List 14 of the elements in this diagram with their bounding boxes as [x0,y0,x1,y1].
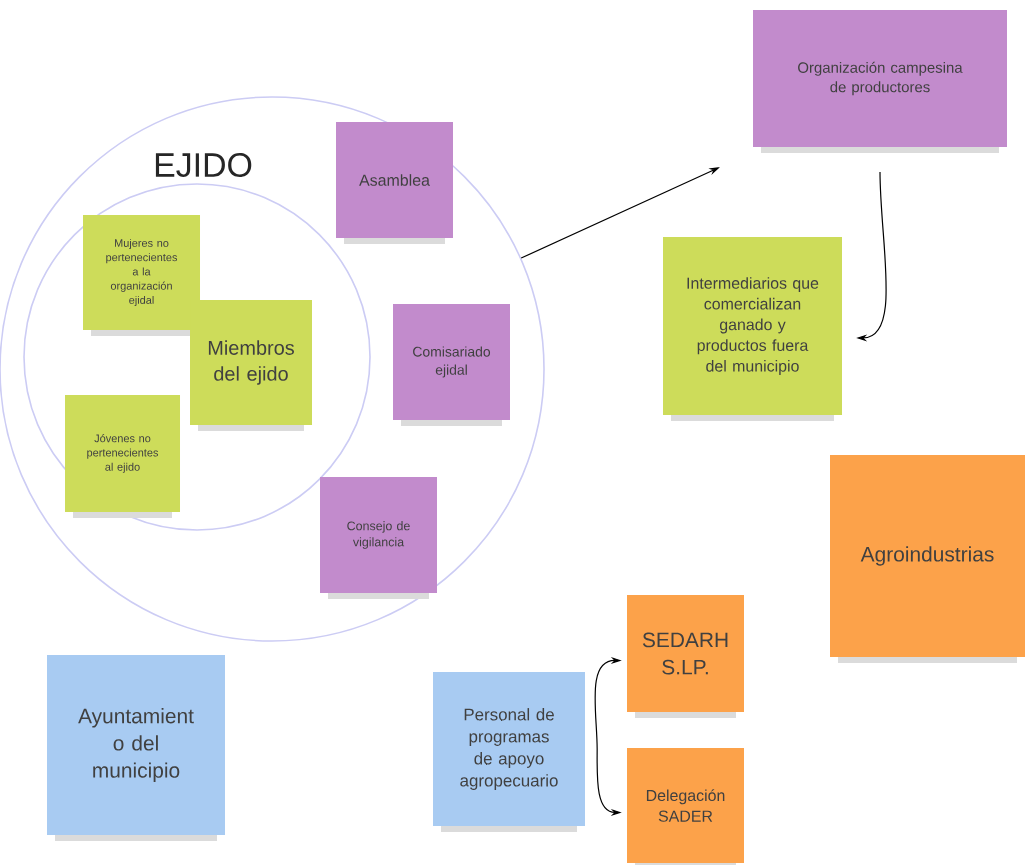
sticky-note: Delegación SADER [627,748,744,865]
sticky-note: Personal de programas de apoyo agropecuario [433,672,585,832]
sticky-note: Mujeres no pertenecientes a la organización ejidal [83,215,200,336]
sticky-note: Jóvenes no pertenecientes al ejido [65,395,180,518]
sticky-note: Miembros del ejido [190,300,312,431]
sticky-note: Comisariado ejidal [393,304,510,426]
sticky-note: Ayuntamient o del municipio [47,655,225,841]
sticky-note: Intermediarios que comercializan ganado y productos fuera del municipio [663,237,842,421]
sticky-note: Asamblea [336,122,453,244]
circle-title: EJIDO [155,153,252,177]
sticky-note: Consejo de vigilancia [320,477,437,599]
sticky-note: Agroindustrias [830,455,1025,663]
sticky-note: SEDARH S.LP. [627,595,744,718]
sticky-note: Organización campesina de productores [753,10,1007,153]
